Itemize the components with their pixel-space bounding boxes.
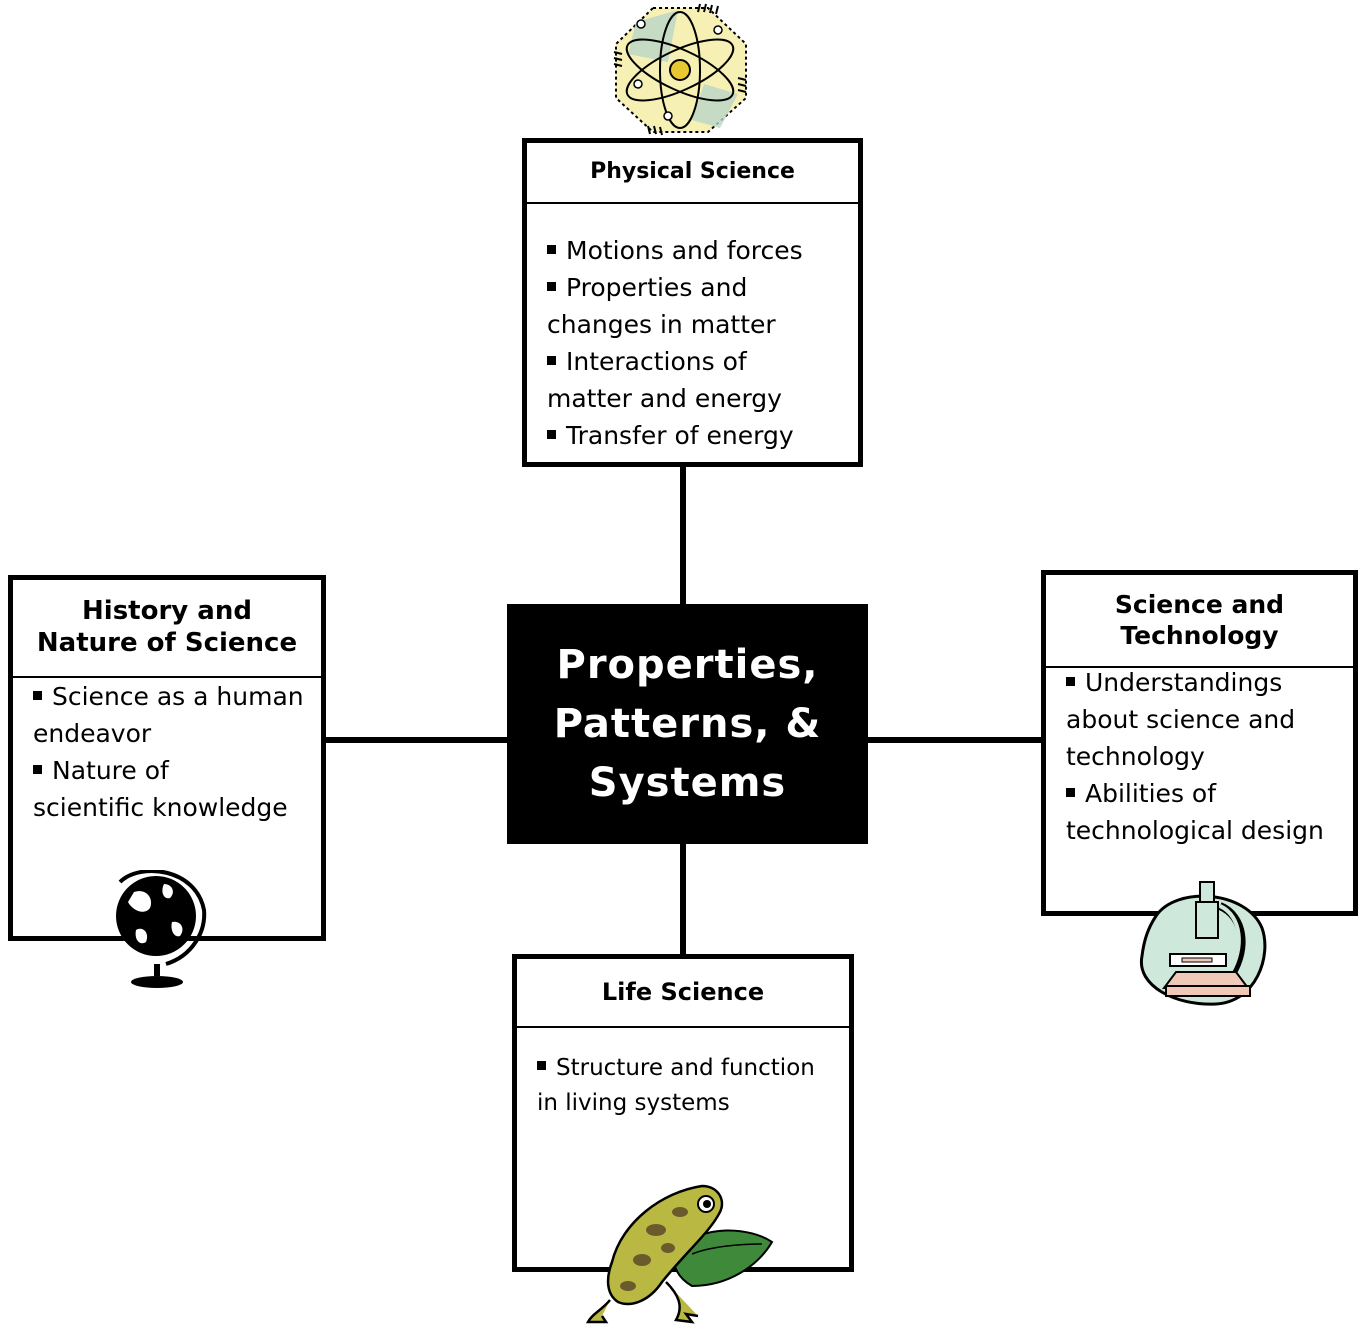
history-nature-title: History and Nature of Science xyxy=(13,580,321,678)
center-title-line: Patterns, & xyxy=(553,700,822,747)
technology-title-line: Technology xyxy=(1120,620,1279,650)
connector-left xyxy=(323,737,508,743)
bullet-icon xyxy=(33,765,42,774)
frog-icon xyxy=(585,1184,774,1324)
connector-right xyxy=(867,737,1044,743)
globe-icon xyxy=(116,870,207,988)
center-title-line: Properties, xyxy=(556,641,819,688)
connector-bottom xyxy=(680,843,686,956)
bullet-icon xyxy=(1066,788,1075,797)
connector-top xyxy=(680,465,686,605)
bullet-icon xyxy=(537,1061,546,1070)
technology-title-line: Science and xyxy=(1114,590,1285,619)
bullet-icon xyxy=(547,356,556,365)
physical-science-title: Physical Science xyxy=(527,143,858,204)
history-nature-box: History and Nature of Science Science as… xyxy=(8,575,326,941)
atom-icon xyxy=(613,3,747,136)
life-science-title: Life Science xyxy=(517,959,849,1028)
microscope-icon xyxy=(1139,881,1267,1006)
list-item: Motions and forces xyxy=(547,232,857,269)
center-title-line: Systems xyxy=(588,759,787,806)
history-title-line: Nature of Science xyxy=(36,628,298,658)
center-topic-box: Properties, Patterns, & Systems xyxy=(507,604,868,844)
physical-science-box: Physical Science Motions and forces Prop… xyxy=(522,138,863,467)
history-title-line: History and xyxy=(82,596,252,627)
bullet-icon xyxy=(33,691,42,700)
bullet-icon xyxy=(547,245,556,254)
center-title: Properties, Patterns, & Systems xyxy=(554,636,822,813)
bullet-icon xyxy=(1066,677,1075,686)
bullet-icon xyxy=(547,282,556,291)
bullet-icon xyxy=(547,430,556,439)
science-technology-title: Science and Technology xyxy=(1046,575,1353,668)
list-item: Transfer of energy xyxy=(547,417,857,454)
